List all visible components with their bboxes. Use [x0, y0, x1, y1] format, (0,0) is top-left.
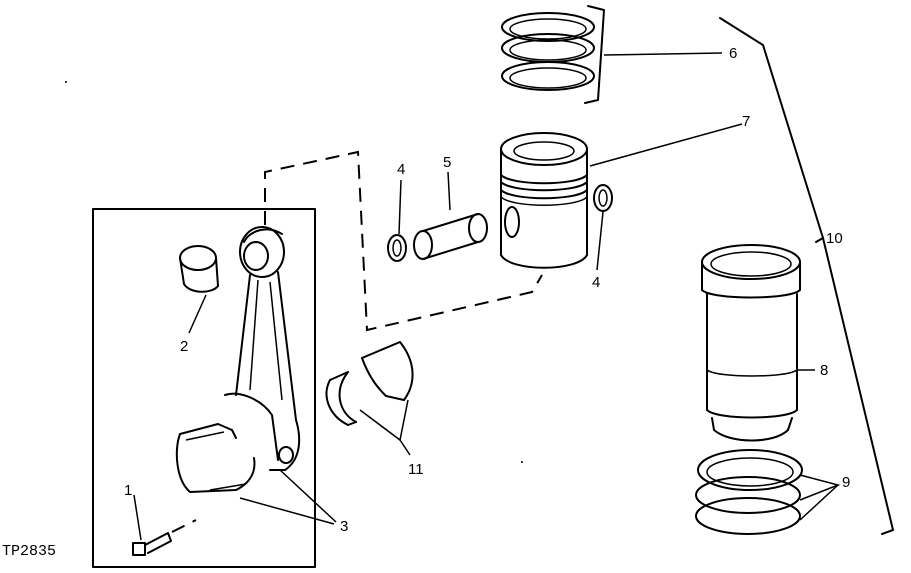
- piston-pin: [413, 213, 488, 260]
- piston-rings: [501, 12, 595, 91]
- callout-10: 10: [826, 230, 843, 247]
- bushing: [179, 245, 219, 293]
- leader-11-stem: [399, 439, 411, 456]
- leader-9a: [799, 474, 841, 501]
- callout-9: 9: [842, 474, 850, 491]
- callout-5: 5: [443, 154, 451, 171]
- leader-2: [188, 294, 207, 334]
- kit-bracket-tick: [815, 237, 824, 243]
- leader-4a: [398, 179, 402, 235]
- callout-8: 8: [820, 362, 828, 379]
- figure-code: TP2835: [2, 543, 56, 560]
- leader-11: [359, 399, 409, 442]
- leader-3a: [279, 469, 337, 523]
- callout-2: 2: [180, 338, 188, 355]
- piston: [500, 132, 588, 269]
- leader-9b: [799, 484, 839, 521]
- leader-3b: [239, 497, 335, 525]
- alignment-dashed-line: [264, 150, 543, 332]
- rod-bearing-shells: [325, 341, 414, 426]
- rod-bolt: [132, 519, 197, 556]
- callout-3: 3: [340, 518, 348, 535]
- speck: [65, 81, 67, 83]
- callout-6: 6: [729, 45, 737, 62]
- callout-1: 1: [124, 482, 132, 499]
- rod-assembly-box: [92, 208, 316, 568]
- speck: [521, 461, 523, 463]
- cylinder-liner: [701, 244, 801, 442]
- connecting-rod: [224, 226, 301, 471]
- callout-7: 7: [742, 113, 750, 130]
- callout-4-right: 4: [592, 274, 600, 291]
- leader-6: [603, 52, 723, 56]
- rings-bracket: [584, 5, 605, 104]
- liner-seal-rings: [695, 449, 803, 535]
- callout-4-left: 4: [397, 161, 405, 178]
- leader-5: [447, 171, 451, 211]
- snap-ring-right: [593, 184, 613, 212]
- leader-1: [133, 494, 142, 541]
- leader-4b: [596, 211, 604, 271]
- rod-cap: [175, 423, 256, 493]
- snap-ring-left: [387, 234, 407, 262]
- callout-11: 11: [408, 461, 424, 478]
- leader-7: [589, 123, 743, 167]
